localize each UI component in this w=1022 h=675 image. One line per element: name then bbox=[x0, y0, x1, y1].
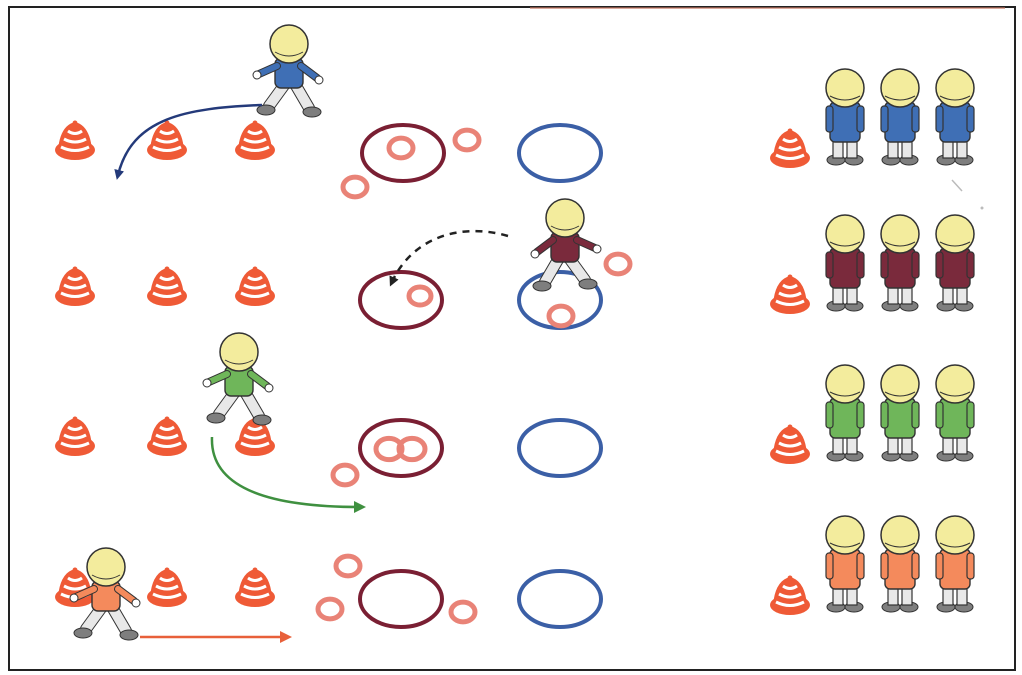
waiting-player-maroon bbox=[825, 214, 865, 312]
waiting-player-orange bbox=[935, 515, 975, 613]
cone-icon bbox=[147, 120, 187, 160]
cone-icon bbox=[235, 567, 275, 607]
cone-icon bbox=[55, 120, 95, 160]
hoop-icon bbox=[358, 418, 444, 478]
runner-orange bbox=[69, 547, 141, 641]
cone-icon bbox=[147, 416, 187, 456]
lane-green bbox=[55, 364, 975, 478]
waiting-player-orange bbox=[880, 515, 920, 613]
cone-icon bbox=[55, 266, 95, 306]
pencil-dot bbox=[980, 206, 984, 210]
waiting-player-green bbox=[880, 364, 920, 462]
waiting-player-maroon bbox=[935, 214, 975, 312]
hoop-icon bbox=[517, 418, 603, 478]
hoop-icon bbox=[358, 569, 444, 629]
ring-icon bbox=[448, 599, 478, 625]
ring-icon bbox=[546, 303, 576, 329]
pencil-mark bbox=[951, 179, 963, 192]
runner-green bbox=[202, 332, 274, 426]
field bbox=[55, 24, 984, 643]
cone-icon bbox=[147, 567, 187, 607]
cone-icon bbox=[147, 266, 187, 306]
runner-maroon bbox=[530, 198, 602, 292]
ring-icon bbox=[396, 435, 428, 463]
start-cone-icon bbox=[770, 274, 810, 314]
hoop-icon bbox=[360, 123, 446, 183]
runner-blue bbox=[252, 24, 324, 118]
hoop-icon bbox=[358, 270, 444, 330]
arrow-blue-return bbox=[114, 103, 263, 180]
ring-icon bbox=[603, 251, 633, 277]
cone-icon bbox=[235, 416, 275, 456]
start-cone-icon bbox=[770, 575, 810, 615]
ring-icon bbox=[386, 135, 416, 161]
arrow-green-run bbox=[210, 436, 366, 513]
hoop-icon bbox=[517, 123, 603, 183]
ring-icon bbox=[333, 553, 363, 579]
waiting-player-green bbox=[935, 364, 975, 462]
waiting-player-maroon bbox=[880, 214, 920, 312]
ring-icon bbox=[330, 462, 360, 488]
cone-icon bbox=[235, 120, 275, 160]
waiting-player-blue bbox=[880, 68, 920, 166]
ring-icon bbox=[452, 127, 482, 153]
waiting-player-green bbox=[825, 364, 865, 462]
start-cone-icon bbox=[770, 424, 810, 464]
lane-maroon bbox=[55, 214, 975, 330]
ring-icon bbox=[406, 284, 434, 308]
cone-icon bbox=[235, 266, 275, 306]
waiting-player-orange bbox=[825, 515, 865, 613]
waiting-player-blue bbox=[935, 68, 975, 166]
lane-blue bbox=[55, 68, 975, 183]
hoop-icon bbox=[517, 569, 603, 629]
ring-icon bbox=[373, 435, 405, 463]
cone-icon bbox=[55, 416, 95, 456]
ring-icon bbox=[315, 596, 345, 622]
ring-icon bbox=[340, 174, 370, 200]
start-cone-icon bbox=[770, 128, 810, 168]
waiting-player-blue bbox=[825, 68, 865, 166]
arrow-maroon-toss bbox=[389, 229, 509, 287]
